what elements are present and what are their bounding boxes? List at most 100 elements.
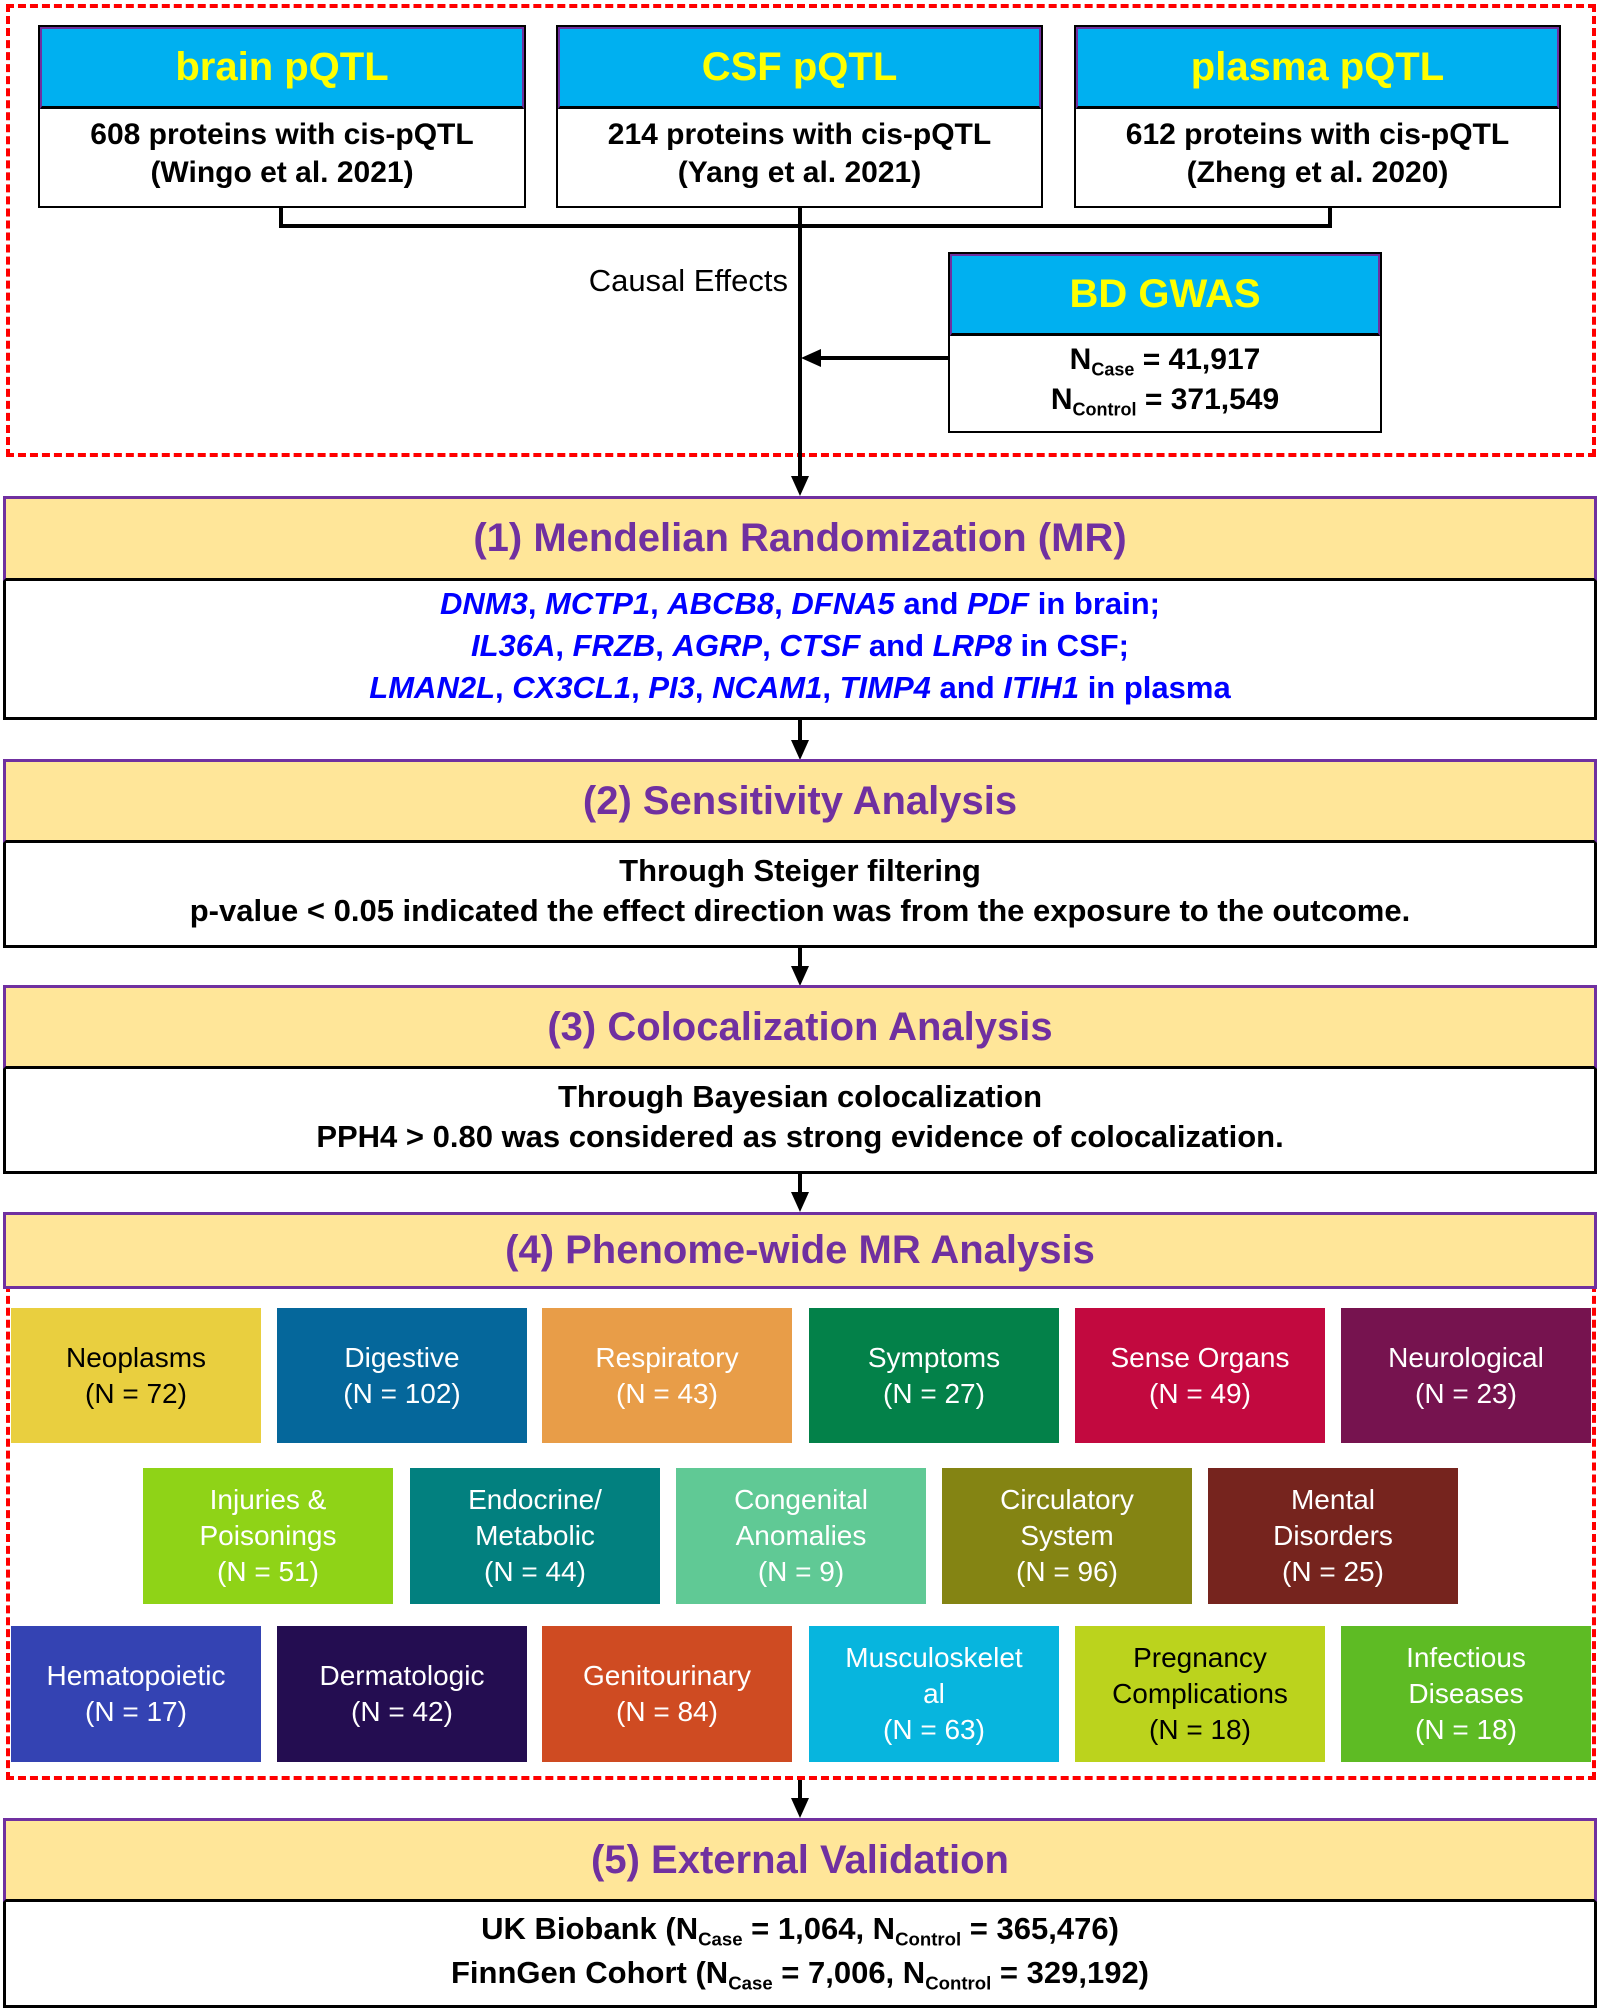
mr-brain-genes: DNM3, MCTP1, ABCB8, DFNA5 and PDF in bra… bbox=[439, 586, 1161, 621]
connector-horizontal bbox=[279, 224, 1332, 228]
category-name: Anomalies bbox=[735, 1520, 867, 1551]
category-name: Diseases bbox=[1408, 1678, 1524, 1709]
phewas-frame bbox=[6, 1284, 1596, 1780]
category-count: (N = 18) bbox=[1415, 1714, 1517, 1745]
step-mr-body: DNM3, MCTP1, ABCB8, DFNA5 and PDF in bra… bbox=[6, 575, 1594, 717]
category-name: Complications bbox=[1112, 1678, 1288, 1709]
colocalization-criterion: PPH4 > 0.80 was considered as strong evi… bbox=[316, 1119, 1284, 1154]
source-body-plasma: 612 proteins with cis-pQTL (Zheng et al.… bbox=[1076, 102, 1559, 206]
phenotype-category-tile: Sense Organs (N = 49) bbox=[1075, 1308, 1325, 1443]
source-title: CSF pQTL bbox=[701, 45, 898, 89]
phenotype-category-tile: Endocrine/Metabolic(N = 44) bbox=[410, 1468, 660, 1604]
gwas-case-count: NCase = 41,917 bbox=[1069, 343, 1261, 380]
category-name: Dermatologic bbox=[319, 1660, 485, 1691]
category-count: (N = 49) bbox=[1149, 1377, 1251, 1409]
category-name: Digestive bbox=[344, 1341, 460, 1373]
category-name: Musculoskelet bbox=[845, 1642, 1023, 1673]
category-count: (N = 27) bbox=[883, 1377, 985, 1409]
phenotype-category-tile: Musculoskelet al (N = 63) bbox=[809, 1626, 1059, 1762]
source-box-plasma: plasma pQTL 612 proteins with cis-pQTL (… bbox=[1074, 25, 1561, 208]
category-name: Mental bbox=[1290, 1484, 1376, 1515]
source-header-brain: brain pQTL bbox=[40, 27, 524, 109]
step-title: (4) Phenome-wide MR Analysis bbox=[505, 1228, 1095, 1272]
gwas-body: NCase = 41,917 NControl = 371,549 bbox=[950, 329, 1380, 431]
category-name: Congenital bbox=[734, 1484, 868, 1515]
step-mr: (1) Mendelian Randomization (MR) DNM3, M… bbox=[3, 496, 1597, 720]
arrow-down-icon bbox=[791, 476, 809, 496]
connector-plasma-drop bbox=[1328, 207, 1332, 228]
source-header-plasma: plasma pQTL bbox=[1076, 27, 1559, 109]
category-name: Poisonings bbox=[199, 1520, 337, 1551]
category-count: (N = 63) bbox=[883, 1714, 985, 1745]
category-count: (N = 44) bbox=[484, 1556, 586, 1587]
connector-brain-drop bbox=[279, 207, 283, 228]
source-body-csf: 214 proteins with cis-pQTL (Yang et al. … bbox=[558, 102, 1041, 206]
validation-ukb: UK Biobank (NCase = 1,064, NControl = 36… bbox=[481, 1910, 1119, 1949]
category-count: (N = 96) bbox=[1016, 1556, 1118, 1587]
category-name: Injuries & bbox=[209, 1484, 327, 1515]
step-title: (5) External Validation bbox=[591, 1837, 1009, 1882]
category-name: Sense Organs bbox=[1110, 1341, 1290, 1373]
category-name: Hematopoietic bbox=[46, 1660, 226, 1691]
mr-plasma-genes: LMAN2L, CX3CL1, PI3, NCAM1, TIMP4 and IT… bbox=[369, 670, 1231, 705]
category-count: (N = 23) bbox=[1415, 1377, 1517, 1409]
category-name: al bbox=[923, 1678, 945, 1709]
arrow-left-icon bbox=[801, 349, 821, 367]
colocalization-method: Through Bayesian colocalization bbox=[557, 1079, 1043, 1114]
phenotype-category-tile: Symptoms (N = 27) bbox=[809, 1308, 1059, 1443]
phenotype-category-tile: Neoplasms (N = 72) bbox=[11, 1308, 261, 1443]
gwas-box: BD GWAS NCase = 41,917 NControl = 371,54… bbox=[948, 252, 1382, 433]
category-name: Symptoms bbox=[867, 1341, 1001, 1373]
phenotype-category-tile: Genitourinary (N = 84) bbox=[542, 1626, 792, 1762]
category-count: (N = 25) bbox=[1282, 1556, 1384, 1587]
category-name: System bbox=[1020, 1520, 1114, 1551]
category-name: Neurological bbox=[1388, 1341, 1544, 1373]
flow-line-3-4 bbox=[798, 1174, 802, 1194]
category-count: (N = 43) bbox=[616, 1377, 718, 1409]
step-colocalization-header: (3) Colocalization Analysis bbox=[3, 985, 1597, 1069]
step-colocalization-body: Through Bayesian colocalization PPH4 > 0… bbox=[6, 1063, 1594, 1171]
sensitivity-criterion: p-value < 0.05 indicated the effect dire… bbox=[189, 893, 1411, 928]
category-count: (N = 51) bbox=[217, 1556, 319, 1587]
step-sensitivity-header: (2) Sensitivity Analysis bbox=[3, 759, 1597, 843]
category-name: Genitourinary bbox=[582, 1660, 752, 1691]
step-sensitivity: (2) Sensitivity Analysis Through Steiger… bbox=[3, 759, 1597, 948]
flow-line-1-2 bbox=[798, 720, 802, 742]
category-count: (N = 84) bbox=[616, 1696, 718, 1727]
gwas-connector bbox=[818, 356, 948, 360]
category-name: Endocrine/ bbox=[468, 1484, 602, 1515]
category-name: Neoplasms bbox=[65, 1341, 207, 1373]
arrow-down-icon bbox=[791, 740, 809, 760]
category-name: Respiratory bbox=[595, 1341, 739, 1373]
phenotype-category-tile: Neurological (N = 23) bbox=[1341, 1308, 1591, 1443]
category-count: (N = 18) bbox=[1149, 1714, 1251, 1745]
validation-finngen: FinnGen Cohort (NCase = 7,006, NControl … bbox=[450, 1954, 1150, 1993]
phenotype-category-tile: Injuries & Poisonings (N = 51) bbox=[143, 1468, 393, 1604]
source-protein-count: 214 proteins with cis-pQTL bbox=[607, 118, 992, 151]
phenotype-category-tile: Dermatologic (N = 42) bbox=[277, 1626, 527, 1762]
step-validation-body: UK Biobank (NCase = 1,064, NControl = 36… bbox=[6, 1896, 1594, 2005]
source-body-brain: 608 proteins with cis-pQTL (Wingo et al.… bbox=[40, 102, 524, 206]
flow-line-4-5 bbox=[798, 1780, 802, 1800]
phenotype-category-tile: Hematopoietic (N = 17) bbox=[11, 1626, 261, 1762]
source-citation: (Yang et al. 2021) bbox=[677, 156, 922, 189]
category-count: (N = 17) bbox=[85, 1696, 187, 1727]
source-protein-count: 612 proteins with cis-pQTL bbox=[1125, 118, 1510, 151]
source-box-brain: brain pQTL 608 proteins with cis-pQTL (W… bbox=[38, 25, 526, 208]
mr-csf-genes: IL36A, FRZB, AGRP, CTSF and LRP8 in CSF; bbox=[470, 628, 1130, 663]
category-count: (N = 102) bbox=[343, 1377, 461, 1409]
category-count: (N = 72) bbox=[85, 1377, 187, 1409]
source-box-csf: CSF pQTL 214 proteins with cis-pQTL (Yan… bbox=[556, 25, 1043, 208]
step-colocalization: (3) Colocalization Analysis Through Baye… bbox=[3, 985, 1597, 1174]
category-count: (N = 42) bbox=[351, 1696, 453, 1727]
gwas-control-count: NControl = 371,549 bbox=[1050, 383, 1280, 420]
causal-effects-label: Causal Effects bbox=[588, 263, 788, 298]
category-name: Circulatory bbox=[1000, 1484, 1134, 1515]
category-name: Disorders bbox=[1273, 1520, 1393, 1551]
phenotype-category-tile: Digestive (N = 102) bbox=[277, 1308, 527, 1443]
